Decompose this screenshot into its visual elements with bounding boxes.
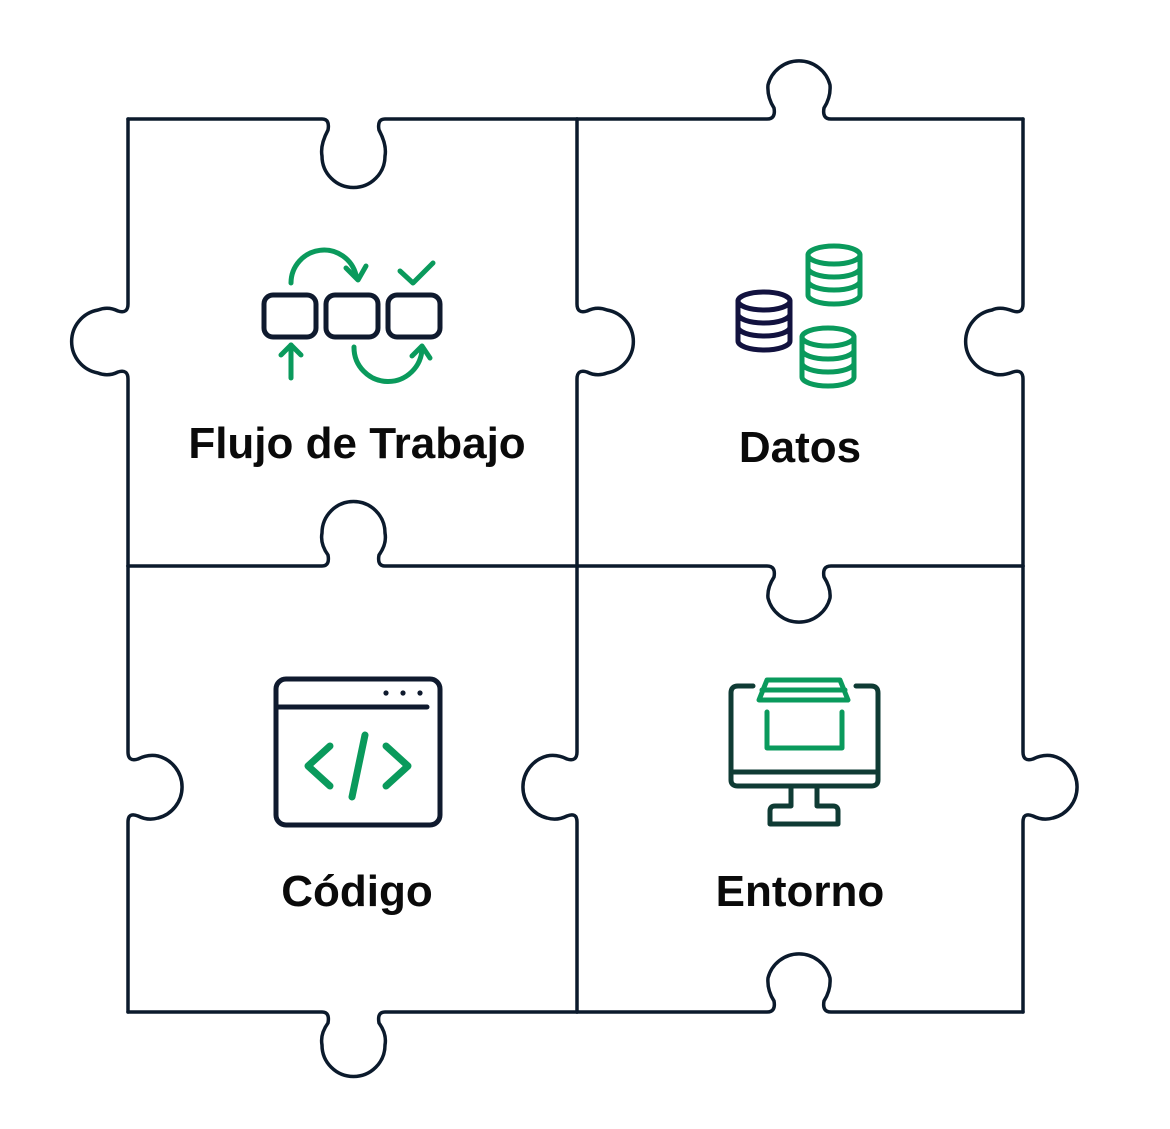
database-icon	[735, 243, 863, 389]
piece-code-left-edge	[126, 564, 184, 1014]
piece-label-environment: Entorno	[715, 867, 885, 916]
piece-data-top-edge	[575, 59, 1025, 121]
window-dot	[383, 690, 389, 696]
window-dot	[417, 690, 423, 696]
monitor-package-icon	[728, 677, 881, 827]
piece-code-bottom-edge	[126, 1010, 579, 1079]
piece-label-workflow: Flujo de Trabajo	[188, 419, 526, 468]
piece-environment-bottom-edge	[575, 952, 1025, 1014]
divider-bottom-vertical	[521, 564, 579, 1014]
divider-right-horizontal	[575, 564, 1025, 624]
database-navy	[735, 289, 793, 353]
puzzle-outline	[69, 59, 1079, 1079]
database-green-bottom	[799, 325, 857, 389]
workflow-icon	[261, 247, 443, 384]
piece-label-data: Datos	[738, 423, 862, 472]
code-window-icon	[273, 676, 443, 828]
piece-workflow-left-edge	[69, 117, 130, 568]
window-dot	[400, 690, 406, 696]
divider-top-vertical	[575, 117, 636, 568]
divider-left-horizontal	[126, 499, 579, 568]
piece-environment-right-edge	[1021, 564, 1079, 1014]
piece-label-code: Código	[281, 867, 433, 916]
piece-data-right-edge	[963, 117, 1025, 568]
piece-workflow-top-edge	[126, 117, 579, 190]
database-green-top	[805, 243, 863, 307]
